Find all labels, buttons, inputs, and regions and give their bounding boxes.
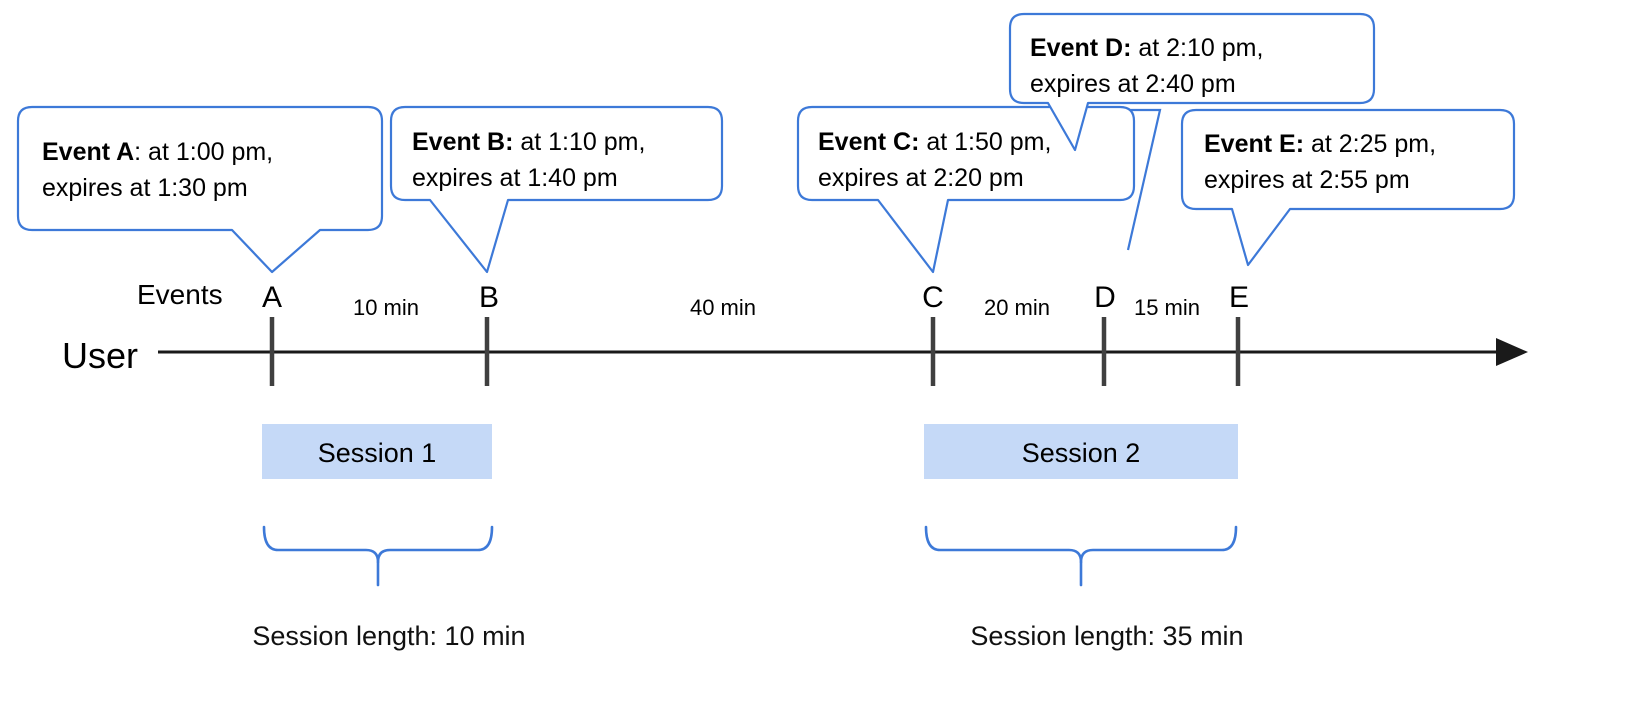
callout-bold-D: Event D:: [1030, 34, 1131, 62]
callout-line2-D: expires at 2:40 pm: [1030, 70, 1236, 98]
gap-label-D-E: 15 min: [1134, 295, 1200, 320]
timeline-arrow-head: [1496, 338, 1528, 366]
callout-box-A[interactable]: [16, 105, 384, 274]
marker-label-A: A: [262, 281, 282, 314]
session-caption-2: Session length: 35 min: [970, 621, 1243, 651]
marker-label-B: B: [479, 281, 499, 314]
callout-text-B: Event B: at 1:10 pm, expires at 1:40 pm: [412, 128, 652, 192]
callout-rest-B: at 1:10 pm,: [513, 128, 645, 156]
marker-label-C: C: [922, 281, 944, 314]
marker-label-E: E: [1229, 281, 1249, 314]
callout-bold-B: Event B:: [412, 128, 513, 156]
callout-line2-B: expires at 1:40 pm: [412, 164, 618, 192]
callout-box-D[interactable]: [1008, 12, 1376, 152]
session-brace-1: [262, 525, 494, 564]
gap-label-A-B: 10 min: [353, 295, 419, 320]
callout-box-B[interactable]: [389, 105, 724, 274]
callout-line2-E: expires at 2:55 pm: [1204, 166, 1410, 194]
events-row-label: Events: [137, 279, 223, 310]
callout-bold-E: Event E:: [1204, 130, 1304, 158]
callout-bold-C: Event C:: [818, 128, 919, 156]
session-caption-1: Session length: 10 min: [252, 621, 525, 651]
callout-box-E[interactable]: [1180, 108, 1516, 267]
marker-label-D: D: [1094, 281, 1116, 314]
callout-line2-A: expires at 1:30 pm: [42, 174, 248, 202]
gap-label-B-C: 40 min: [690, 295, 756, 320]
session-bar-1[interactable]: [262, 424, 492, 479]
callout-text-A: Event A: at 1:00 pm, expires at 1:30 pm: [42, 138, 280, 202]
callout-text-D: Event D: at 2:10 pm, expires at 2:40 pm: [1030, 34, 1270, 98]
callout-rest-C: at 1:50 pm,: [919, 128, 1051, 156]
callout-rest-A: : at 1:00 pm,: [134, 138, 273, 166]
session-brace-2: [924, 525, 1238, 564]
session-bar-label-1: Session 1: [318, 438, 437, 468]
callout-rest-D: at 2:10 pm,: [1131, 34, 1263, 62]
callout-text-C: Event C: at 1:50 pm, expires at 2:20 pm: [818, 128, 1058, 192]
session-bar-2[interactable]: [924, 424, 1238, 479]
gap-label-C-D: 20 min: [984, 295, 1050, 320]
callout-line2-C: expires at 2:20 pm: [818, 164, 1024, 192]
user-row-label: User: [62, 335, 138, 376]
session-bar-label-2: Session 2: [1022, 438, 1141, 468]
callout-rest-E: at 2:25 pm,: [1304, 130, 1436, 158]
callout-box-C[interactable]: [796, 105, 1136, 274]
callout-bold-A: Event A: [42, 138, 134, 166]
callout-text-E: Event E: at 2:25 pm, expires at 2:55 pm: [1204, 130, 1443, 194]
